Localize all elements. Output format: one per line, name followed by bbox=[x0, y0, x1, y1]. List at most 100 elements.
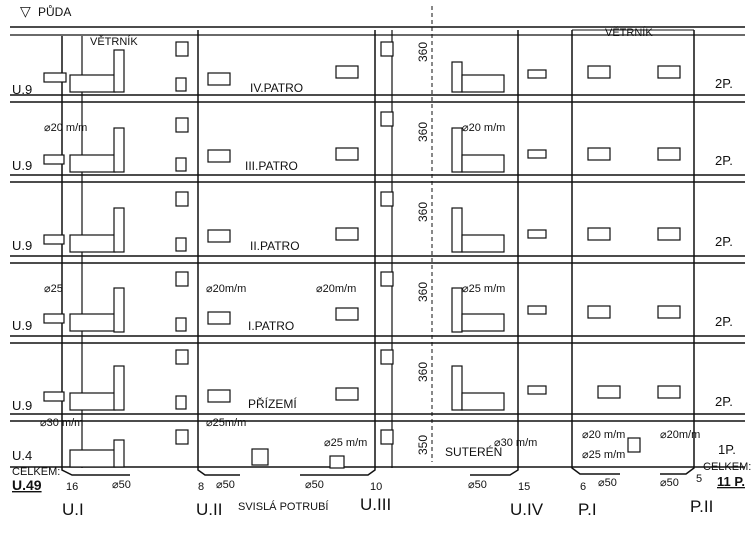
label-ii-patro: II.PATRO bbox=[250, 239, 300, 253]
washbasin-p2-iii bbox=[657, 147, 681, 161]
toilet-u2-p bbox=[175, 395, 187, 410]
fixture-row-i bbox=[43, 271, 681, 333]
stack-number-u4: 15 bbox=[518, 481, 530, 493]
total-value-left: U.49 bbox=[12, 477, 42, 493]
washbasin-u1-ii bbox=[43, 234, 65, 245]
diameter-u1-iii: ⌀20 m/m bbox=[44, 122, 87, 134]
heater-u1-iv bbox=[113, 49, 125, 93]
washbasin-p1-p bbox=[597, 385, 621, 399]
total-label-right: CELKEM: bbox=[703, 461, 751, 473]
bathtub-u1-i bbox=[69, 313, 116, 332]
washbasin-u3-p bbox=[335, 387, 359, 401]
washbasin-p2-iv bbox=[657, 65, 681, 79]
height-iii: 360 bbox=[416, 122, 430, 142]
height-iv: 360 bbox=[416, 42, 430, 62]
cistern-u3-ii bbox=[380, 191, 394, 207]
floor-level-icon: ▽ bbox=[20, 3, 31, 19]
washbasin-u1-iii bbox=[43, 154, 65, 165]
stack-p2-pipe bbox=[660, 30, 695, 475]
stack-number-u3: 10 bbox=[370, 481, 382, 493]
vertical-pipes bbox=[61, 6, 695, 476]
washbasin-u4-iii bbox=[527, 149, 547, 159]
washbasin-u1-i bbox=[43, 313, 65, 324]
diameter-u4-s: ⌀30 m/m bbox=[494, 437, 537, 449]
cistern-u3-iii bbox=[380, 111, 394, 127]
right-count-i: 2P. bbox=[715, 314, 733, 329]
washbasin-u4-iv bbox=[527, 69, 547, 79]
diameter-u2-i: ⌀20m/m bbox=[206, 283, 246, 295]
fixture-row-iv bbox=[43, 41, 681, 93]
label-iv-patro: IV.PATRO bbox=[250, 81, 303, 95]
heater-u4-i bbox=[451, 287, 463, 333]
left-count-iii: U.9 bbox=[12, 158, 32, 173]
right-count-prizemi: 2P. bbox=[715, 394, 733, 409]
stack-number-p1: 6 bbox=[580, 481, 586, 493]
left-count-prizemi: U.9 bbox=[12, 398, 32, 413]
fixture-row-ii bbox=[43, 191, 681, 253]
toilet-u2-iv bbox=[175, 77, 187, 92]
bathtub-u4-iii bbox=[461, 154, 505, 173]
stack-u4-pipe bbox=[470, 30, 519, 476]
label-puda: PŮDA bbox=[38, 4, 71, 19]
label-iii-patro: III.PATRO bbox=[245, 159, 298, 173]
bathtub-u4-iv bbox=[461, 74, 505, 93]
stack-name-p2: P.II bbox=[690, 497, 713, 516]
left-count-suteren: U.4 bbox=[12, 448, 32, 463]
stack-name-p1: P.I bbox=[578, 500, 597, 519]
stack-u1-pipe bbox=[61, 36, 130, 476]
bathtub-u1-s bbox=[69, 449, 116, 468]
left-count-ii: U.9 bbox=[12, 238, 32, 253]
washbasin-p1-iv bbox=[587, 65, 611, 79]
diameter-u1-s: ⌀30 m/m bbox=[40, 417, 83, 429]
fixtures bbox=[43, 41, 681, 469]
caption-svisla-potrubi: SVISLÁ POTRUBÍ bbox=[238, 500, 329, 513]
diameter-u2-s: ⌀25m/m bbox=[206, 417, 246, 429]
bathtub-u4-i bbox=[461, 313, 505, 332]
washbasin-u3-iv bbox=[335, 65, 359, 79]
urinal-s bbox=[329, 455, 345, 469]
total-value-right: 11 P. bbox=[717, 474, 745, 489]
cistern-u2-iv bbox=[175, 41, 189, 57]
bathtub-u1-ii bbox=[69, 234, 116, 253]
urinal-p1-s bbox=[627, 437, 641, 453]
cistern-u3-s bbox=[380, 429, 394, 445]
label-vetrnik-right: VĚTRNÍK bbox=[605, 26, 653, 39]
heater-u4-ii bbox=[451, 207, 463, 253]
washbasin-u1-p bbox=[43, 391, 65, 402]
heater-u1-p bbox=[113, 365, 125, 411]
heater-u1-ii bbox=[113, 207, 125, 253]
fixture-row-iii bbox=[43, 111, 681, 173]
washbasin-p1-ii bbox=[587, 227, 611, 241]
diameter-u3-i: ⌀20m/m bbox=[316, 283, 356, 295]
stack-number-p2: 5 bbox=[696, 473, 702, 485]
diameter-u4-iii: ⌀20 m/m bbox=[462, 122, 505, 134]
bathtub-u4-p bbox=[461, 392, 505, 411]
label-vetrnik-left: VĚTRNÍK bbox=[90, 35, 138, 48]
bottom-diameter-u4: ⌀50 bbox=[468, 479, 487, 491]
bathtub-u1-p bbox=[69, 392, 116, 411]
height-suteren: 350 bbox=[416, 435, 430, 455]
washbasin-u3-ii bbox=[335, 227, 359, 241]
stack-number-u2: 8 bbox=[198, 481, 204, 493]
left-count-i: U.9 bbox=[12, 318, 32, 333]
stack-name-u1: U.I bbox=[62, 500, 84, 519]
diameter-p1-s: ⌀20 m/m bbox=[582, 429, 625, 441]
stack-name-u4: U.IV bbox=[510, 500, 544, 519]
bathtub-u1-iii bbox=[69, 154, 116, 173]
bathtub-u4-ii bbox=[461, 234, 505, 253]
diameter-p2-s: ⌀20m/m bbox=[660, 429, 700, 441]
left-count-iv: U.9 bbox=[12, 82, 32, 97]
bottom-diameter-u3: ⌀50 bbox=[305, 479, 324, 491]
total-label-left: CELKEM: bbox=[12, 466, 60, 478]
heater-u1-s bbox=[113, 439, 125, 468]
washbasin-u2-i bbox=[207, 311, 231, 325]
heater-u1-iii bbox=[113, 127, 125, 173]
washbasin-u2-p bbox=[207, 389, 231, 403]
washbasin-p1-i bbox=[587, 305, 611, 319]
floor-lines bbox=[10, 26, 745, 468]
height-prizemi: 360 bbox=[416, 362, 430, 382]
bottom-diameter-p2: ⌀50 bbox=[660, 477, 679, 489]
washbasin-p2-p bbox=[657, 385, 681, 399]
